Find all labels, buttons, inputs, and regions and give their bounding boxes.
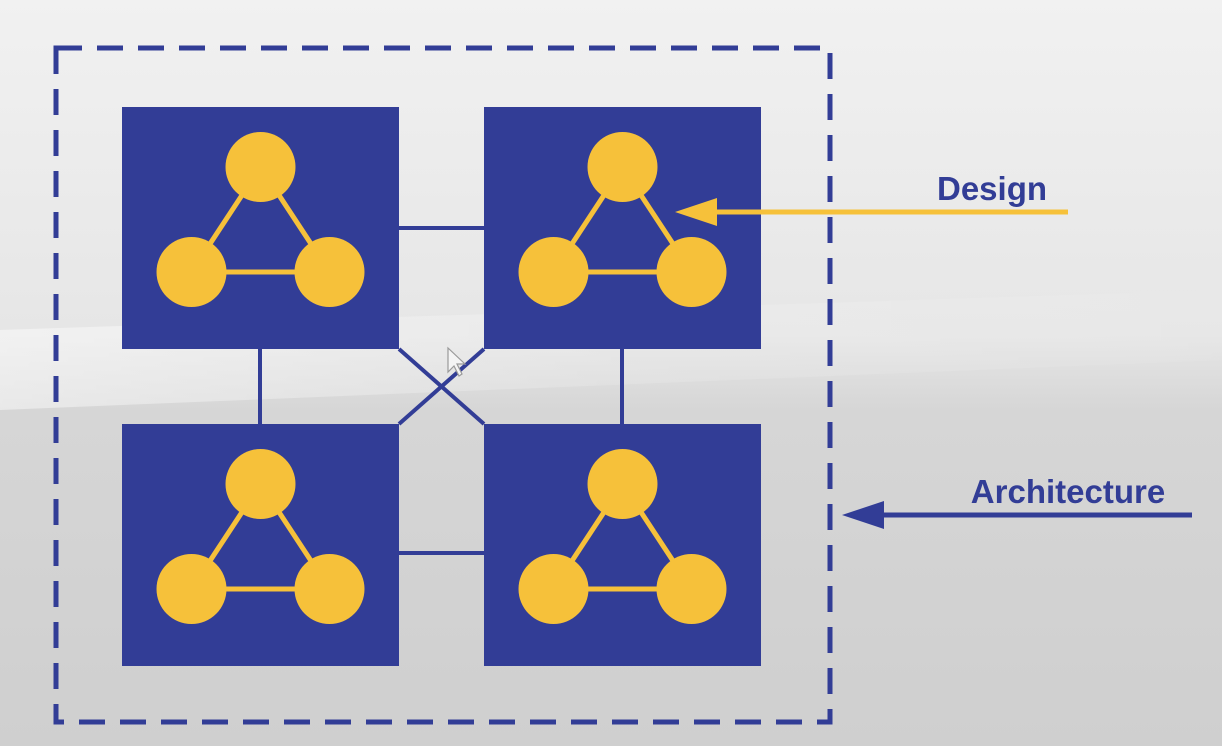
node-circle bbox=[656, 554, 727, 624]
connection-top-right-to-bottom-left bbox=[397, 347, 486, 426]
node-circle bbox=[587, 132, 658, 202]
modules bbox=[122, 107, 761, 666]
module-top-left bbox=[122, 107, 399, 349]
node-circle bbox=[587, 449, 658, 519]
node-circle bbox=[156, 237, 227, 307]
module-bottom-left bbox=[122, 424, 399, 666]
module-top-right bbox=[484, 107, 761, 349]
design-label: Design bbox=[937, 170, 1047, 207]
architecture-label: Architecture bbox=[971, 473, 1165, 510]
design-annotation: Design bbox=[675, 170, 1068, 226]
architecture-arrow-head bbox=[842, 501, 884, 529]
module-connections bbox=[258, 226, 624, 555]
node-circle bbox=[225, 449, 296, 519]
node-circle bbox=[294, 237, 365, 307]
design-arrow-head bbox=[675, 198, 717, 226]
node-circle bbox=[656, 237, 727, 307]
node-circle bbox=[225, 132, 296, 202]
mouse-cursor-icon bbox=[447, 346, 467, 377]
architecture-annotation: Architecture bbox=[842, 473, 1192, 529]
node-circle bbox=[518, 237, 589, 307]
node-circle bbox=[294, 554, 365, 624]
node-circle bbox=[156, 554, 227, 624]
node-circle bbox=[518, 554, 589, 624]
module-bottom-right bbox=[484, 424, 761, 666]
architecture-boundary bbox=[53, 45, 833, 725]
